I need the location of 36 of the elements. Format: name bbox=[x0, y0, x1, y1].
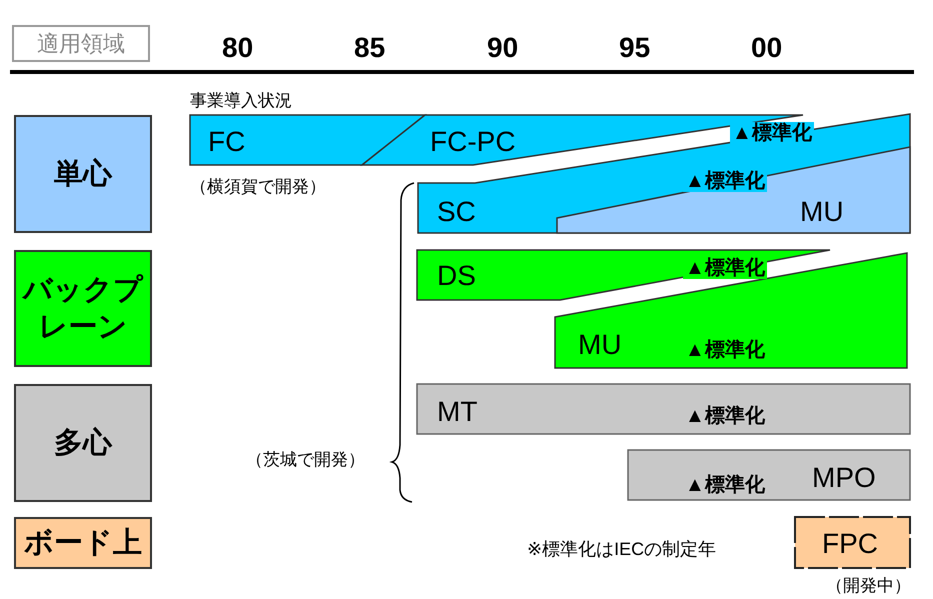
category-label: 単心 bbox=[53, 156, 114, 192]
category-box bbox=[14, 384, 152, 502]
status-note: （開発中） bbox=[826, 577, 911, 594]
category-box bbox=[14, 250, 152, 367]
section-note: 事業導入状況 bbox=[190, 92, 292, 109]
connector-type-label: MPO bbox=[812, 464, 876, 492]
timeline-band bbox=[555, 253, 907, 368]
location-note: （横須賀で開発） bbox=[190, 178, 326, 195]
category-label: 多心 bbox=[53, 426, 114, 461]
connector-type-label: DS bbox=[437, 262, 476, 290]
header-box bbox=[12, 25, 150, 62]
standardization-marker: ▲標準化 bbox=[730, 122, 814, 144]
header-text: 適用領域 bbox=[37, 30, 125, 58]
category-label: バックプレーン bbox=[21, 273, 144, 344]
year-label: 80 bbox=[222, 34, 254, 62]
category-box bbox=[14, 115, 152, 233]
connector-type-label: MU bbox=[578, 331, 622, 359]
connector-type-label: SC bbox=[437, 198, 476, 226]
footnote: ※標準化はIECの制定年 bbox=[527, 540, 716, 558]
standardization-marker: ▲標準化 bbox=[683, 170, 767, 192]
connector-type-label: FPC bbox=[822, 530, 878, 558]
year-label: 90 bbox=[487, 34, 518, 62]
standardization-marker: ▲標準化 bbox=[683, 257, 767, 279]
connector-type-label: MU bbox=[800, 198, 844, 226]
connector-type-label: MT bbox=[437, 398, 478, 426]
category-label: ボード上 bbox=[23, 526, 143, 561]
year-label: 00 bbox=[751, 34, 782, 62]
timeline-band bbox=[417, 384, 910, 434]
location-note: （茨城で開発） bbox=[246, 451, 365, 468]
development-box bbox=[795, 517, 910, 568]
year-label: 95 bbox=[619, 34, 650, 62]
year-label: 85 bbox=[354, 34, 386, 62]
timeline-band bbox=[628, 450, 910, 500]
connector-type-label: FC-PC bbox=[430, 128, 516, 156]
category-box bbox=[14, 517, 152, 569]
timeline-band bbox=[557, 147, 910, 233]
